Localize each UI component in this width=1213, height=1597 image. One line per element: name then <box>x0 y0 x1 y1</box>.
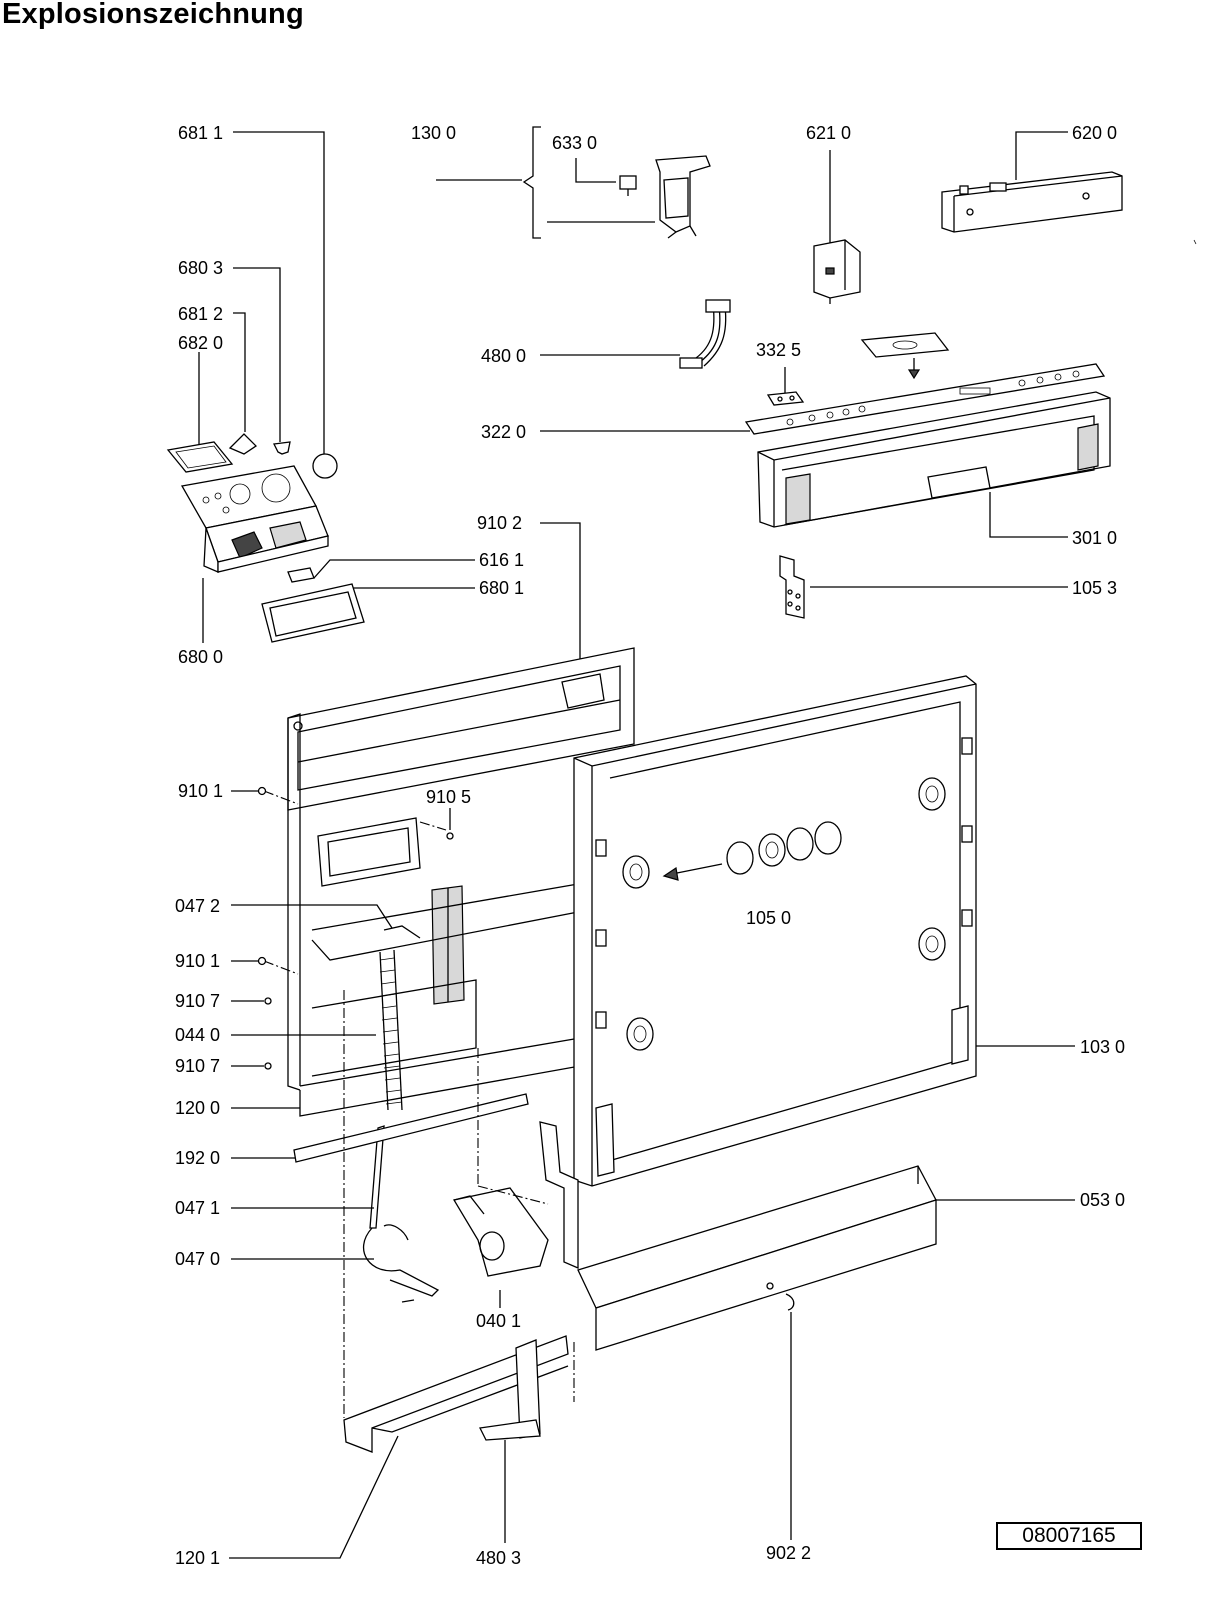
part-label-0472: 047 2 <box>175 896 221 916</box>
inner-door-frame <box>287 647 635 1117</box>
part-label-1920: 192 0 <box>175 1148 221 1168</box>
part-label-9105: 910 5 <box>426 787 472 807</box>
electronic-module-621 <box>813 239 861 304</box>
part-label-4803: 480 3 <box>476 1548 522 1568</box>
part-label-0471: 047 1 <box>175 1198 221 1218</box>
dispenser-group <box>166 433 365 643</box>
part-label-6200: 620 0 <box>1072 123 1118 143</box>
margin-mark <box>1193 239 1197 245</box>
hinge-040 <box>452 1121 579 1277</box>
part-label-9102: 910 2 <box>477 513 523 533</box>
hinge-bracket-105-3 <box>779 555 805 619</box>
door-switch-assembly <box>619 155 711 239</box>
part-label-6330: 633 0 <box>552 133 598 153</box>
part-label-1201: 120 1 <box>175 1548 221 1568</box>
part-label-0530: 053 0 <box>1080 1190 1126 1210</box>
part-label-4800: 480 0 <box>481 346 527 366</box>
door-rollers <box>622 777 946 1051</box>
assembly-centerlines <box>263 790 575 1418</box>
part-label-0401: 040 1 <box>476 1311 522 1331</box>
part-label-6820: 682 0 <box>178 333 224 353</box>
part-label-9101b: 910 1 <box>175 951 221 971</box>
part-label-3325: 332 5 <box>756 340 802 360</box>
cable-harness-480 <box>679 299 731 369</box>
document-number-box: 08007165 <box>996 1522 1142 1550</box>
part-label-9101a: 910 1 <box>178 781 224 801</box>
part-label-0470: 047 0 <box>175 1249 221 1269</box>
part-label-1053: 105 3 <box>1072 578 1118 598</box>
part-label-1030: 103 0 <box>1080 1037 1126 1057</box>
part-label-6801: 680 1 <box>479 578 525 598</box>
part-label-9022: 902 2 <box>766 1543 812 1563</box>
rating-label-sheet <box>860 332 950 380</box>
control-panel-301 <box>757 391 1111 528</box>
base-rail-120-1 <box>343 1335 569 1453</box>
part-label-6812: 681 2 <box>178 304 224 324</box>
bottom-strip-053 <box>577 1165 937 1351</box>
part-label-6210: 621 0 <box>806 123 852 143</box>
part-label-3010: 301 0 <box>1072 528 1118 548</box>
page-title: Explosionszeichnung <box>2 0 304 30</box>
part-label-1300: 130 0 <box>411 123 457 143</box>
leader-lines <box>198 126 1075 1559</box>
part-label-3220: 322 0 <box>481 422 527 442</box>
part-label-6811: 681 1 <box>178 123 224 143</box>
control-board-620 <box>941 171 1123 233</box>
part-label-1200: 120 0 <box>175 1098 221 1118</box>
part-label-6803: 680 3 <box>178 258 224 278</box>
bracket-332 <box>766 391 805 406</box>
rail-192 <box>293 1093 529 1163</box>
part-label-9107b: 910 7 <box>175 1056 221 1076</box>
outer-door-panel <box>573 675 977 1187</box>
part-label-9107a: 910 7 <box>175 991 221 1011</box>
screws <box>257 786 454 1070</box>
part-label-6800: 680 0 <box>178 647 224 667</box>
part-label-6161: 616 1 <box>479 550 525 570</box>
part-label-1050: 105 0 <box>746 908 792 928</box>
control-panel-strip-322 <box>744 363 1106 435</box>
part-label-0440: 044 0 <box>175 1025 221 1045</box>
spring-assembly <box>362 925 440 1303</box>
